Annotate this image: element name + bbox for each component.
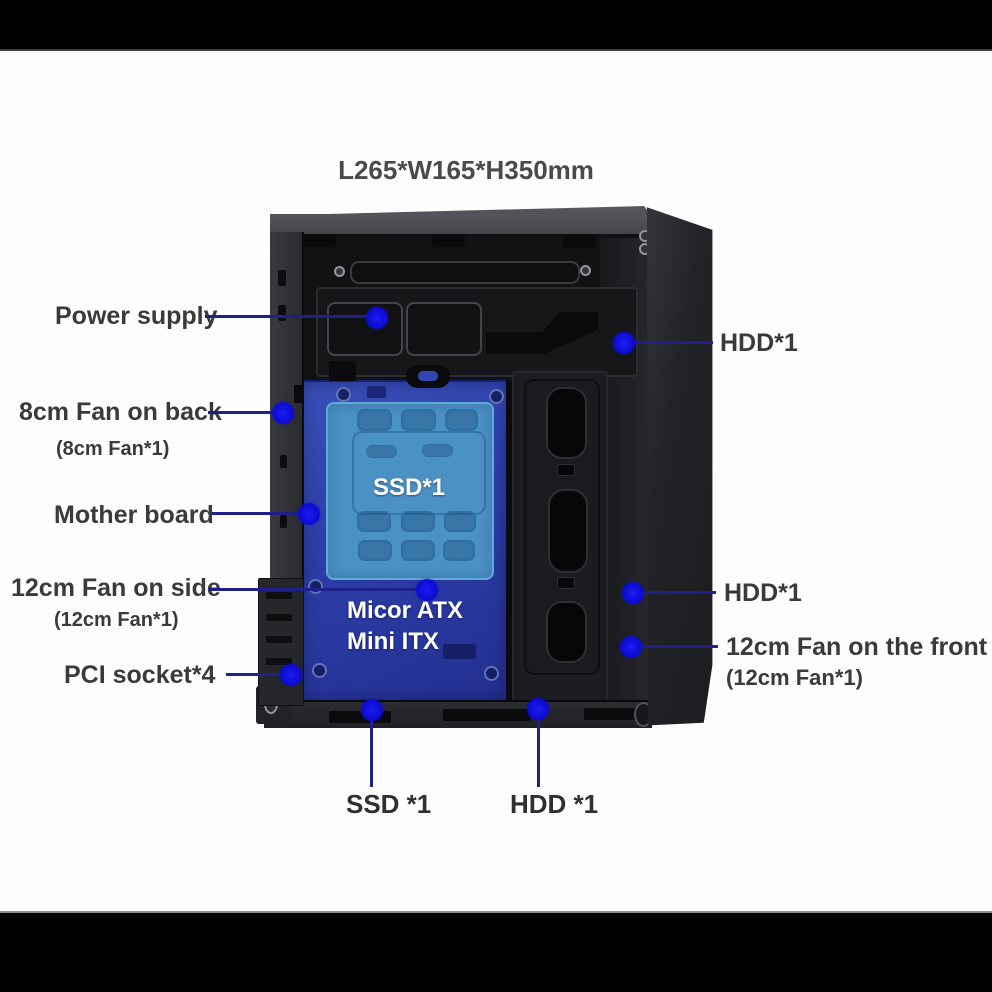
label-hdd-bottom: HDD *1 bbox=[510, 789, 599, 819]
sublabel-fan-front: (12cm Fan*1) bbox=[726, 665, 863, 690]
panel-screw bbox=[484, 666, 499, 681]
tray-slot bbox=[444, 511, 476, 532]
tray-slot bbox=[445, 409, 478, 431]
psu-cutout bbox=[406, 302, 482, 356]
pci-slot bbox=[266, 614, 292, 621]
line-pci-socket bbox=[226, 673, 291, 676]
line-hdd-top bbox=[624, 341, 713, 344]
tray-slot-small bbox=[366, 445, 397, 458]
case-front-panel bbox=[646, 207, 713, 726]
tray-slot bbox=[358, 540, 392, 561]
rail-vent bbox=[278, 305, 286, 321]
panel-slot bbox=[443, 644, 476, 659]
bottom-latch bbox=[584, 708, 640, 720]
line-power-supply bbox=[205, 315, 377, 318]
line-fan-side bbox=[209, 588, 427, 591]
tray-slot bbox=[357, 409, 392, 431]
tray-slot bbox=[401, 409, 436, 431]
pci-slot bbox=[266, 658, 292, 665]
cage-slot bbox=[546, 387, 587, 459]
cage-slot bbox=[546, 601, 587, 663]
dot-power-supply bbox=[366, 307, 388, 329]
ssd-tray-marking: SSD*1 bbox=[372, 474, 446, 501]
line-mother-board bbox=[212, 512, 309, 515]
rail-vent bbox=[278, 270, 286, 286]
board-support-marking-1: Micor ATX bbox=[347, 597, 464, 624]
panel-tab bbox=[329, 361, 356, 381]
sublabel-fan-back: (8cm Fan*1) bbox=[56, 438, 170, 460]
top-rail bbox=[270, 214, 652, 236]
label-mother-board: Mother board bbox=[54, 501, 214, 529]
letterbox-top bbox=[0, 0, 992, 51]
rail-vent bbox=[280, 455, 287, 468]
panel-screw bbox=[312, 663, 327, 678]
dot-fan-front bbox=[620, 636, 642, 658]
tray-slot bbox=[401, 540, 435, 561]
screw bbox=[334, 266, 345, 277]
cage-slot bbox=[548, 489, 588, 573]
rail-vent bbox=[280, 515, 287, 528]
label-ssd-bottom: SSD *1 bbox=[346, 789, 432, 819]
ssd-tray bbox=[326, 402, 494, 580]
letterbox-bottom bbox=[0, 911, 992, 992]
label-pci-socket: PCI socket*4 bbox=[64, 661, 216, 689]
tray-slot bbox=[443, 540, 475, 561]
top-latch bbox=[432, 234, 465, 247]
dot-hdd-mid bbox=[622, 582, 644, 604]
dot-mother-board bbox=[298, 503, 320, 525]
panel-gap bbox=[506, 380, 514, 700]
line-ssd-bottom bbox=[370, 710, 373, 787]
line-hdd-mid bbox=[633, 591, 716, 594]
panel-screw bbox=[489, 389, 504, 404]
dot-ssd-bottom bbox=[361, 699, 383, 721]
panel-screw bbox=[308, 579, 323, 594]
top-latch bbox=[563, 235, 596, 248]
line-fan-front bbox=[631, 645, 718, 648]
dot-pci-socket bbox=[280, 664, 302, 686]
bottom-latch bbox=[443, 709, 531, 721]
sublabel-fan-side: (12cm Fan*1) bbox=[54, 609, 179, 631]
line-hdd-bottom bbox=[537, 709, 540, 787]
label-hdd-top: HDD*1 bbox=[720, 329, 798, 357]
dot-hdd-bottom bbox=[527, 698, 549, 720]
label-fan-back: 8cm Fan on back bbox=[19, 398, 222, 426]
dot-fan-side bbox=[416, 579, 438, 601]
cage-cutout bbox=[557, 464, 575, 476]
label-fan-side: 12cm Fan on side bbox=[11, 574, 221, 602]
line-fan-back bbox=[208, 411, 283, 414]
tray-slot bbox=[357, 511, 391, 532]
pull-handle-hole bbox=[418, 371, 438, 381]
tray-slot bbox=[401, 511, 435, 532]
pci-slot bbox=[266, 592, 292, 599]
label-power-supply: Power supply bbox=[55, 302, 218, 330]
pci-slot bbox=[266, 636, 292, 643]
screw bbox=[580, 265, 591, 276]
panel-slot bbox=[367, 386, 386, 398]
rail-nub bbox=[294, 385, 304, 403]
psu-cutout bbox=[327, 302, 403, 356]
cage-cutout bbox=[557, 577, 575, 589]
panel-screw bbox=[336, 387, 351, 402]
top-recess-slot bbox=[350, 261, 580, 284]
dot-fan-back bbox=[272, 402, 294, 424]
dimensions-title: L265*W165*H350mm bbox=[338, 155, 594, 185]
tray-slot-small bbox=[422, 444, 453, 457]
board-support-marking-2: Mini ITX bbox=[347, 628, 439, 655]
dot-hdd-top bbox=[613, 332, 635, 354]
top-latch bbox=[303, 234, 336, 247]
tray-outline bbox=[352, 431, 486, 515]
label-hdd-mid: HDD*1 bbox=[724, 579, 802, 607]
label-fan-front: 12cm Fan on the front bbox=[726, 633, 988, 661]
